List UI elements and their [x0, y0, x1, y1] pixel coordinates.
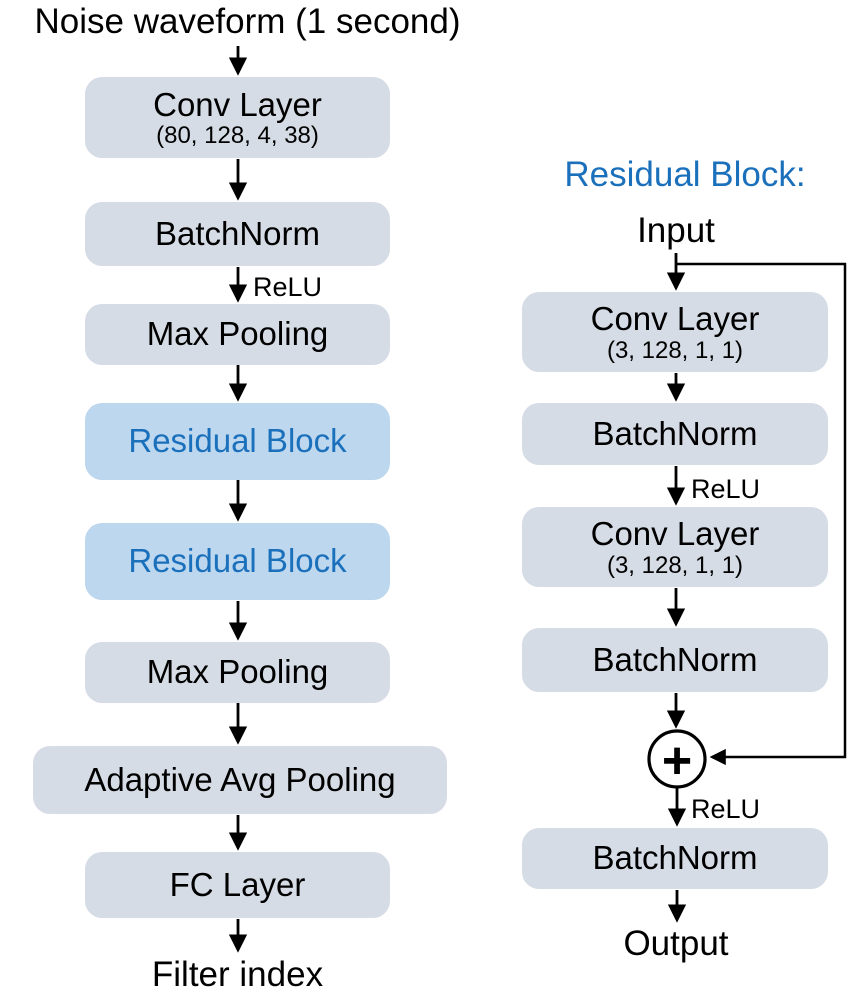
add-circle	[647, 729, 707, 789]
node-label: Adaptive Avg Pooling	[84, 760, 396, 798]
left-adaptive-avg-pooling-box: Adaptive Avg Pooling	[33, 746, 447, 814]
node-label: BatchNorm	[592, 414, 758, 452]
node-label: Residual Block	[128, 422, 347, 460]
left-residual-block-box-1: Residual Block	[85, 403, 390, 480]
left-max-pooling-box-2: Max Pooling	[85, 642, 390, 703]
left-conv-layer-box: Conv Layer (80, 128, 4, 38)	[85, 77, 390, 158]
right-relu-label-2: ReLU	[691, 794, 761, 824]
right-conv-layer-box-2: Conv Layer (3, 128, 1, 1)	[522, 507, 828, 587]
right-relu-label-1: ReLU	[691, 474, 761, 504]
left-relu-label: ReLU	[253, 272, 323, 302]
left-residual-block-box-2: Residual Block	[85, 523, 390, 600]
node-sublabel: (80, 128, 4, 38)	[156, 122, 319, 150]
left-sink-label: Filter index	[151, 955, 324, 994]
right-batchnorm-box-3: BatchNorm	[522, 828, 828, 889]
node-label: BatchNorm	[592, 839, 758, 877]
node-label: Conv Layer	[590, 300, 760, 338]
node-label: BatchNorm	[154, 214, 321, 252]
left-source-label: Noise waveform (1 second)	[34, 2, 461, 41]
node-label: Conv Layer	[153, 85, 322, 123]
node-sublabel: (3, 128, 1, 1)	[606, 551, 744, 579]
right-batchnorm-box-2: BatchNorm	[522, 628, 828, 692]
left-fc-layer-box: FC Layer	[85, 852, 390, 918]
node-label: Max Pooling	[146, 653, 329, 691]
right-conv-layer-box-1: Conv Layer (3, 128, 1, 1)	[522, 292, 828, 372]
right-batchnorm-box-1: BatchNorm	[522, 403, 828, 465]
right-sink-label: Output	[623, 924, 729, 963]
plus-icon: +	[662, 732, 692, 790]
node-label: FC Layer	[169, 865, 306, 903]
node-label: Conv Layer	[590, 515, 760, 553]
right-diagram-title: Residual Block:	[564, 155, 806, 194]
node-label: BatchNorm	[592, 640, 758, 678]
left-batchnorm-box: BatchNorm	[85, 202, 390, 266]
right-source-label: Input	[637, 211, 715, 250]
node-label: Residual Block	[128, 542, 347, 580]
node-label: Max Pooling	[146, 315, 329, 353]
node-sublabel: (3, 128, 1, 1)	[606, 336, 744, 364]
left-max-pooling-box-1: Max Pooling	[85, 304, 390, 365]
